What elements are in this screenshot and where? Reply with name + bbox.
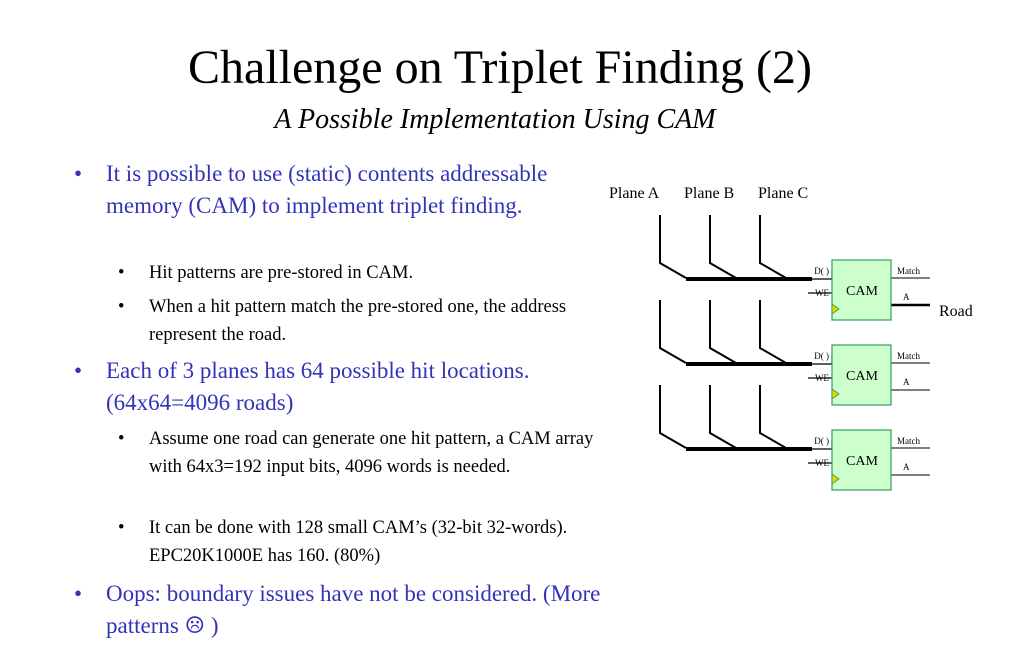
sub-bullet-text: When a hit pattern match the pre-stored … [149,297,567,345]
cam-block [831,429,892,491]
bullet-text: Each of 3 planes has 64 possible hit loc… [106,358,530,415]
port-match-label: Match [897,266,920,276]
port-a-label: A [903,377,910,387]
cam-block [831,344,892,406]
sub-bullet-text: It can be done with 128 small CAM’s (32-… [149,518,568,566]
port-we-label: WE [815,373,829,383]
clock-icon [831,473,840,485]
cam-label: CAM [846,284,878,299]
sub-bullet-item: • Hit patterns are pre-stored in CAM. [118,259,608,287]
bullet-item: • Oops: boundary issues have not be cons… [74,578,614,642]
plane-b-label: Plane B [684,185,734,202]
port-match-label: Match [897,351,920,361]
bullet-dot: • [74,161,83,186]
cam-label: CAM [846,369,878,384]
cam-group-2: CAM D( ) WE Match A [659,300,930,406]
plane-a-label: Plane A [609,185,660,202]
slide-subtitle: A Possible Implementation Using CAM [274,104,716,135]
bullet-dot: • [118,429,125,449]
port-match-label: Match [897,436,920,446]
port-we-label: WE [815,458,829,468]
bullet-item: • It is possible to use (static) content… [74,158,614,222]
bullet-text: It is possible to use (static) contents … [106,161,548,218]
bullet-item: • Each of 3 planes has 64 possible hit l… [74,355,614,419]
bullet-dot: • [118,297,125,317]
sub-bullet-text: Hit patterns are pre-stored in CAM. [149,263,414,283]
cam-block [831,259,892,321]
port-d-label: D( ) [814,436,829,446]
cam-label: CAM [846,454,878,469]
port-d-label: D( ) [814,351,829,361]
bullet-dot: • [118,263,125,283]
cam-group-1: CAM D( ) WE Match A [659,215,930,321]
bullet-dot: • [118,518,125,538]
sub-bullet-item: • When a hit pattern match the pre-store… [118,293,608,349]
port-we-label: WE [815,288,829,298]
clock-icon [831,388,840,400]
sub-bullet-text: Assume one road can generate one hit pat… [149,429,594,477]
port-a-label: A [903,462,910,472]
plane-c-label: Plane C [758,185,808,202]
cam-diagram: Plane A Plane B Plane C CAM D( ) WE Matc… [609,185,973,491]
clock-icon [831,303,840,315]
port-d-label: D( ) [814,266,829,276]
cam-group-3: CAM D( ) WE Match A [659,385,930,491]
bullet-text: Oops: boundary issues have not be consid… [106,581,601,638]
port-a-label: A [903,292,910,302]
bullet-dot: • [74,358,83,383]
sub-bullet-item: • Assume one road can generate one hit p… [118,425,608,481]
sub-bullet-item: • It can be done with 128 small CAM’s (3… [118,514,608,570]
road-label: Road [939,303,973,320]
bullet-dot: • [74,581,83,606]
slide-title: Challenge on Triplet Finding (2) [188,41,812,94]
